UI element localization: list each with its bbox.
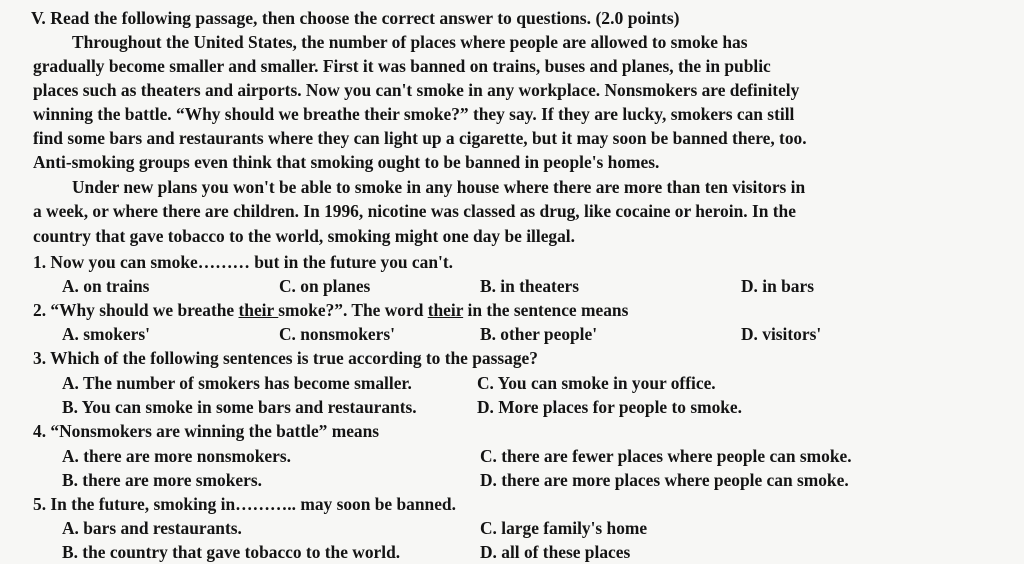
q3-option-b[interactable]: B. You can smoke in some bars and restau…: [62, 397, 417, 417]
q1-option-c[interactable]: C. on planes: [279, 276, 371, 296]
passage-line: places such as theaters and airports. No…: [33, 80, 800, 100]
q3-option-c[interactable]: C. You can smoke in your office.: [477, 373, 716, 393]
passage-line: winning the battle. “Why should we breat…: [33, 104, 795, 124]
q2-stem-part: in the sentence means: [463, 300, 629, 320]
q2-option-d[interactable]: D. visitors': [741, 324, 822, 344]
q5-option-c[interactable]: C. large family's home: [480, 518, 648, 538]
q4-option-d[interactable]: D. there are more places where people ca…: [480, 470, 849, 490]
passage-line: Under new plans you won't be able to smo…: [72, 177, 806, 197]
q2-option-a[interactable]: A. smokers': [62, 324, 150, 344]
question-3-stem: 3. Which of the following sentences is t…: [33, 348, 538, 368]
q5-option-a[interactable]: A. bars and restaurants.: [62, 518, 242, 538]
q4-option-c[interactable]: C. there are fewer places where people c…: [480, 446, 852, 466]
q5-option-b[interactable]: B. the country that gave tobacco to the …: [62, 542, 401, 562]
question-5-stem: 5. In the future, smoking in……….. may so…: [33, 494, 456, 514]
passage-line: Anti-smoking groups even think that smok…: [33, 152, 660, 172]
section-heading: V. Read the following passage, then choo…: [31, 8, 680, 28]
q4-option-b[interactable]: B. there are more smokers.: [62, 470, 262, 490]
q4-option-a[interactable]: A. there are more nonsmokers.: [62, 446, 291, 466]
q2-stem-part: smoke?”. The word: [278, 300, 428, 320]
q3-option-a[interactable]: A. The number of smokers has become smal…: [62, 373, 412, 393]
q5-option-d[interactable]: D. all of these places: [480, 542, 631, 562]
q2-underlined-their: their: [238, 300, 279, 320]
q1-option-d[interactable]: D. in bars: [741, 276, 814, 296]
q3-option-d[interactable]: D. More places for people to smoke.: [477, 397, 743, 417]
q1-option-b[interactable]: B. in theaters: [480, 276, 580, 296]
question-4-stem: 4. “Nonsmokers are winning the battle” m…: [33, 421, 380, 441]
q2-option-c[interactable]: C. nonsmokers': [279, 324, 395, 344]
passage-line: find some bars and restaurants where the…: [33, 128, 807, 148]
passage-line: country that gave tobacco to the world, …: [33, 226, 575, 246]
question-1-stem: 1. Now you can smoke……… but in the futur…: [33, 252, 453, 272]
passage-line: Throughout the United States, the number…: [72, 32, 748, 52]
passage-line: a week, or where there are children. In …: [33, 201, 796, 221]
q2-underlined-their: their: [427, 300, 464, 320]
q1-option-a[interactable]: A. on trains: [62, 276, 150, 296]
q2-stem-part: 2. “Why should we breathe: [33, 300, 239, 320]
question-2-stem: 2. “Why should we breathe their smoke?”.…: [33, 299, 628, 321]
q2-option-b[interactable]: B. other people': [480, 324, 598, 344]
passage-line: gradually become smaller and smaller. Fi…: [33, 56, 771, 76]
